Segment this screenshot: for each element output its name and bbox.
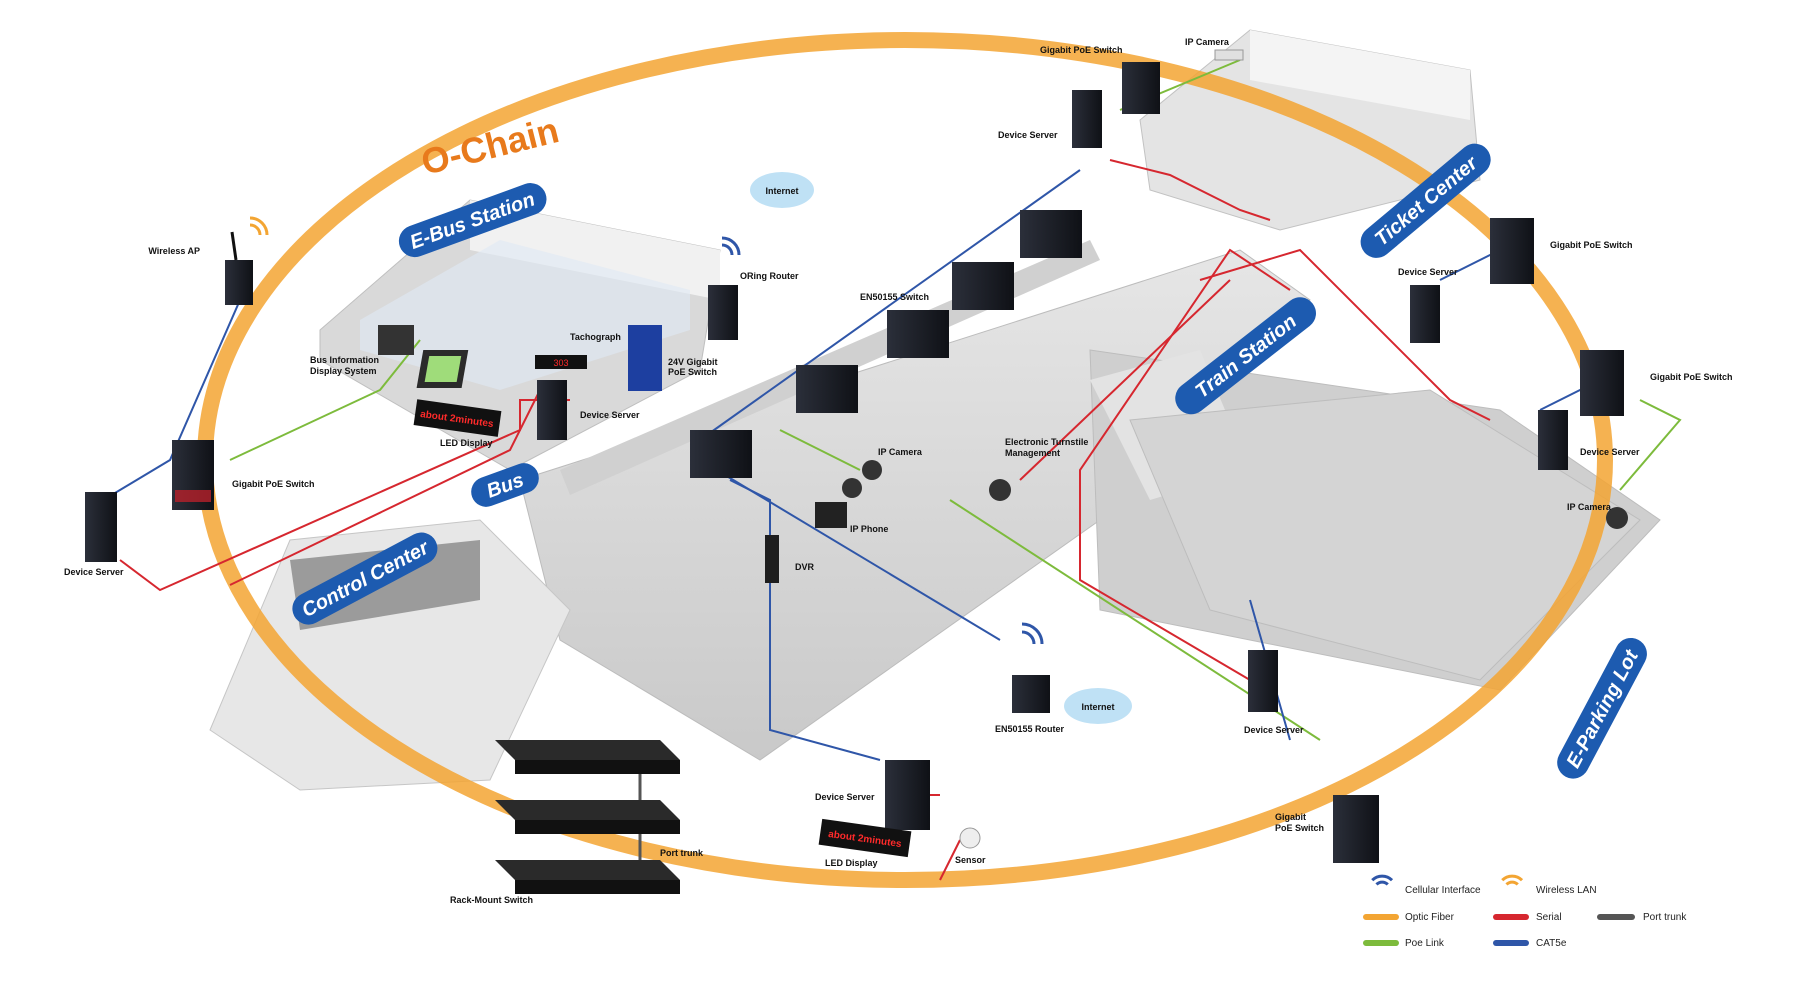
legend-poe: Poe Link (1405, 938, 1445, 949)
device-server-ebus (537, 380, 567, 440)
label-en50155-router: EN50155 Router (995, 724, 1065, 734)
label-device-server-right2: Device Server (1580, 447, 1640, 457)
label-turnstile-l1: Electronic Turnstile (1005, 437, 1088, 447)
label-ip-camera-ticket: IP Camera (1185, 37, 1230, 47)
legend-swatch-trunk (1597, 914, 1635, 920)
device-server-left (85, 492, 117, 562)
label-device-server-left: Device Server (64, 567, 124, 577)
gigabit-poe-switch-ticket (1122, 62, 1160, 114)
rack-mount-switches (495, 740, 680, 894)
links-poe (229, 59, 1682, 741)
label-internet-top: Internet (765, 186, 798, 196)
legend-serial: Serial (1536, 912, 1562, 923)
ip-camera-mid (842, 460, 882, 498)
legend-port-trunk: Port trunk (1643, 912, 1687, 923)
en50155-router-device (1012, 622, 1050, 713)
links-serial (119, 159, 1491, 881)
label-device-server-ticket: Device Server (998, 130, 1058, 140)
zone-label-parking: E-Parking Lot (1562, 645, 1643, 771)
label-gig-poe-parking-l2: PoE Switch (1275, 823, 1324, 833)
label-gig-poe-right1: Gigabit PoE Switch (1550, 240, 1633, 250)
wifi-icon (249, 216, 269, 236)
label-device-server-bottom: Device Server (815, 792, 875, 802)
wireless-ap-device (225, 216, 269, 305)
oring-router-device (708, 236, 741, 340)
led-display-top: about 2minutes (413, 399, 502, 437)
legend-swatch-cat5e (1493, 940, 1529, 946)
legend-cat5e: CAT5e (1536, 938, 1567, 949)
dvr-device (765, 535, 779, 583)
label-device-server-parking: Device Server (1244, 725, 1304, 735)
gigabit-poe-switch-right1 (1490, 218, 1534, 284)
label-bus-info-line2: Display System (310, 366, 377, 376)
legend-optic: Optic Fiber (1405, 912, 1455, 923)
gigabit-poe-switch-left (172, 440, 214, 510)
label-led-display-bottom: LED Display (825, 858, 878, 868)
sensor-device (959, 827, 981, 849)
label-gig-poe-parking-l1: Gigabit (1275, 812, 1306, 822)
label-en50155-switch: EN50155 Switch (860, 292, 929, 302)
led-display-bottom: about 2minutes (818, 818, 912, 858)
label-ip-camera-mid: IP Camera (878, 447, 923, 457)
legend-swatch-serial (1493, 914, 1529, 920)
label-bus-info-line1: Bus Information (310, 355, 379, 365)
tachograph-readout: 303 (553, 358, 568, 368)
turnstile-camera (989, 479, 1011, 501)
label-tachograph: Tachograph (570, 332, 621, 342)
label-sensor: Sensor (955, 855, 986, 865)
device-server-ticket (1072, 90, 1102, 148)
label-oring-router: ORing Router (740, 271, 799, 281)
ip-camera-parking (1606, 507, 1628, 529)
legend: Cellular Interface Wireless LAN Optic Fi… (1363, 874, 1687, 949)
label-led-display-top: LED Display (440, 438, 493, 448)
links-cat5e (94, 169, 1601, 761)
label-rack-mount: Rack-Mount Switch (450, 895, 533, 905)
legend-cellular: Cellular Interface (1405, 885, 1481, 896)
ip-phone-device (815, 502, 847, 528)
en50155-switches (690, 210, 1082, 478)
label-poe-24v-l1: 24V Gigabit (668, 357, 718, 367)
bus-info-display-icon (378, 325, 414, 355)
label-ip-phone: IP Phone (850, 524, 888, 534)
label-device-server-ebus: Device Server (580, 410, 640, 420)
poe-switch-24v (628, 325, 662, 391)
gigabit-poe-switch-parking (1333, 795, 1379, 863)
label-internet-bottom: Internet (1081, 702, 1114, 712)
cellular-icon (721, 236, 741, 256)
label-wireless-ap: Wireless AP (148, 246, 200, 256)
label-poe-24v-l2: PoE Switch (668, 367, 717, 377)
label-ip-camera-parking: IP Camera (1567, 502, 1612, 512)
device-server-parking (1248, 650, 1278, 712)
legend-swatch-poe (1363, 940, 1399, 946)
label-gig-poe-ticket: Gigabit PoE Switch (1040, 45, 1123, 55)
label-device-server-right: Device Server (1398, 267, 1458, 277)
ip-camera-ticket (1214, 49, 1244, 61)
label-turnstile-l2: Management (1005, 448, 1060, 458)
wifi-icon (1501, 874, 1524, 886)
label-dvr: DVR (795, 562, 815, 572)
cellular-icon (1021, 622, 1044, 645)
touch-panel-icon (416, 350, 469, 388)
device-server-right (1410, 285, 1440, 343)
device-server-bottom (885, 760, 930, 830)
device-server-right2 (1538, 410, 1568, 470)
legend-swatch-optic (1363, 914, 1399, 920)
label-port-trunk: Port trunk (660, 848, 704, 858)
zone-badge-parking: E-Parking Lot (1557, 637, 1647, 779)
label-gig-poe-left: Gigabit PoE Switch (232, 479, 315, 489)
internet-cloud-bottom (1064, 688, 1132, 724)
internet-cloud-top (750, 172, 814, 208)
cellular-icon (1371, 874, 1394, 886)
tachograph-device: 303 (535, 355, 587, 369)
gigabit-poe-switch-right2 (1580, 350, 1624, 416)
label-gig-poe-right2: Gigabit PoE Switch (1650, 372, 1733, 382)
legend-wireless: Wireless LAN (1536, 885, 1597, 896)
